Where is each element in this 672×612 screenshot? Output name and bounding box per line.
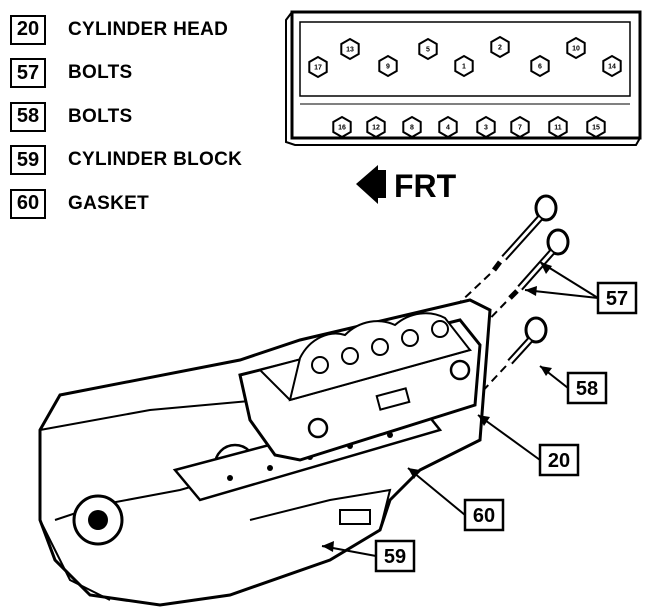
sequence-bolt: 5: [418, 37, 438, 61]
callout-59-label: 59: [384, 546, 406, 568]
legend-label: BOLTS: [68, 105, 133, 127]
bolt-hex-icon: [602, 54, 622, 78]
bolt-sequence-number: 8: [410, 125, 414, 132]
sequence-bolt: 8: [402, 115, 422, 139]
bolt-sequence-number: 10: [572, 46, 580, 53]
sequence-bolt: 3: [476, 115, 496, 139]
bolt-sequence-number: 3: [484, 125, 488, 132]
callout-20-label: 20: [548, 450, 570, 472]
bolt-hex-icon: [378, 54, 398, 78]
bolt-sequence-number: 16: [338, 125, 346, 132]
bolt-sequence-number: 14: [608, 64, 616, 71]
bolt-sequence-number: 1: [462, 64, 466, 71]
bolt-hex-icon: [490, 35, 510, 59]
legend-row: 20 CYLINDER HEAD: [10, 8, 270, 52]
callout-58: 58: [566, 371, 608, 405]
bolt-sequence-number: 12: [372, 125, 380, 132]
legend-row: 58 BOLTS: [10, 95, 270, 139]
sequence-bolt: 9: [378, 54, 398, 78]
legend-row: 59 CYLINDER BLOCK: [10, 139, 270, 183]
sequence-bolt: 14: [602, 54, 622, 78]
sequence-bolt: 1: [454, 54, 474, 78]
legend-code: 58: [10, 101, 46, 132]
front-arrow: FRT: [356, 165, 457, 204]
legend-row: 57 BOLTS: [10, 52, 270, 96]
legend-code: 20: [10, 14, 46, 45]
bolt-sequence-number: 17: [314, 65, 322, 72]
callout-60: 60: [463, 498, 505, 532]
sequence-bolt: 16: [332, 115, 352, 139]
sequence-bolt: 17: [308, 55, 328, 79]
bolt-sequence-number: 7: [518, 125, 522, 132]
legend-label: BOLTS: [68, 62, 133, 84]
bolt-hex-icon: [476, 115, 496, 139]
bolt-sequence-number: 5: [426, 47, 430, 54]
callout-57-label: 57: [606, 288, 628, 310]
bolt-hex-icon: [438, 115, 458, 139]
bolt-hex-icon: [402, 115, 422, 139]
bolt-hex-icon: [510, 115, 530, 139]
bolt-hex-icon: [454, 54, 474, 78]
callout-59: 59: [374, 539, 416, 573]
bottom-bolt-row: 16 12 8 4 3 7 11 15: [332, 115, 606, 139]
legend-row: 60 GASKET: [10, 182, 270, 226]
sequence-bolt: 4: [438, 115, 458, 139]
bolt-hex-icon: [530, 54, 550, 78]
legend-label: CYLINDER BLOCK: [68, 149, 243, 171]
legend-code: 59: [10, 145, 46, 176]
bolt-hex-icon: [586, 115, 606, 139]
bolt-sequence-number: 11: [554, 125, 562, 132]
bolt-hex-icon: [566, 36, 586, 60]
cylinder-head: [238, 312, 482, 462]
bolt-hex-icon: [548, 115, 568, 139]
callout-58-label: 58: [576, 378, 598, 400]
bolt-hex-icon: [332, 115, 352, 139]
sequence-bolt: 10: [566, 36, 586, 60]
bolt-sequence-number: 13: [346, 47, 354, 54]
sequence-bolt: 12: [366, 115, 386, 139]
bolt-sequence-number: 4: [446, 125, 450, 132]
bolt-sequence-number: 9: [386, 64, 390, 71]
callout-20: 20: [538, 443, 580, 477]
bolt-sequence-number: 15: [592, 125, 600, 132]
front-label: FRT: [394, 168, 457, 204]
callout-57: 57: [596, 281, 638, 315]
sequence-bolt: 15: [586, 115, 606, 139]
bolt-hex-icon: [340, 37, 360, 61]
bolt-hex-icon: [366, 115, 386, 139]
bolt-sequence-number: 6: [538, 64, 542, 71]
sequence-bolt: 6: [530, 54, 550, 78]
sequence-bolt: 13: [340, 37, 360, 61]
bolt-hex-icon: [418, 37, 438, 61]
parts-legend: 20 CYLINDER HEAD 57 BOLTS 58 BOLTS 59 CY…: [10, 8, 270, 226]
legend-code: 60: [10, 188, 46, 219]
bolt-57-upper: [419, 194, 558, 341]
legend-code: 57: [10, 58, 46, 89]
bolt-sequence-number: 2: [498, 45, 502, 52]
callout-60-label: 60: [473, 505, 495, 527]
sequence-bolt: 2: [490, 35, 510, 59]
legend-label: CYLINDER HEAD: [68, 18, 229, 40]
bolt-58: [477, 316, 548, 397]
legend-label: GASKET: [68, 192, 149, 214]
bolt-hex-icon: [308, 55, 328, 79]
sequence-bolt: 7: [510, 115, 530, 139]
leader-lines: [321, 261, 599, 557]
sequence-bolt: 11: [548, 115, 568, 139]
top-bolt-row: 17 13 9 5 1 2 6 10 14: [308, 35, 622, 79]
